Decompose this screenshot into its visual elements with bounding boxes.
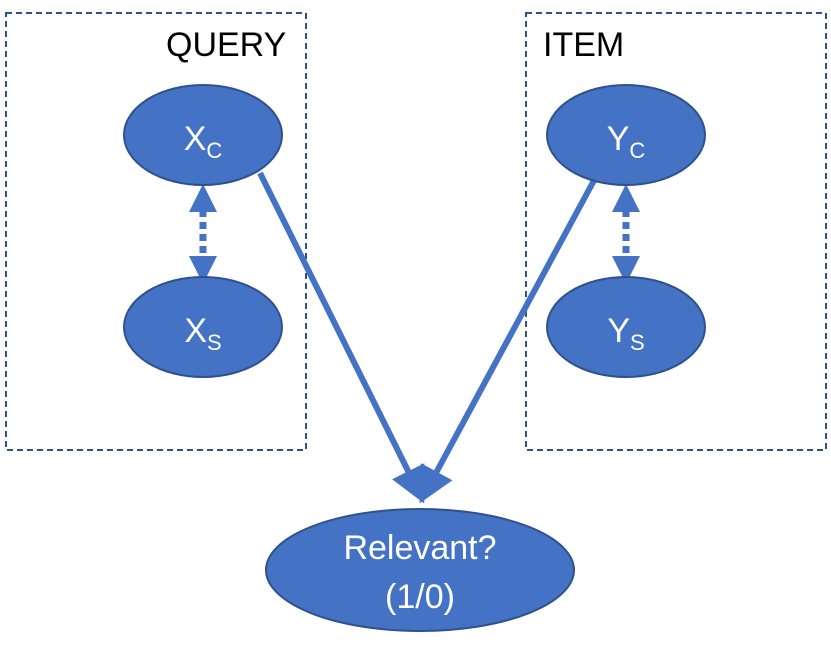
item-group: ITEM xyxy=(525,12,827,451)
node-relevant-ellipse xyxy=(265,508,575,632)
node-yc: YC xyxy=(546,84,706,186)
node-xs-sub: S xyxy=(207,330,222,355)
query-group-title: QUERY xyxy=(166,26,286,64)
node-yc-ellipse xyxy=(546,84,706,186)
node-xc: XC xyxy=(123,84,283,186)
node-xc-label: XC xyxy=(184,120,223,163)
node-xc-main: X xyxy=(184,120,207,158)
node-ys-main: Y xyxy=(607,312,630,350)
node-relevant: Relevant? (1/0) xyxy=(265,508,575,632)
yc-to-relevant-edge xyxy=(419,171,601,504)
node-xs: XS xyxy=(123,276,283,378)
node-relevant-line2: (1/0) xyxy=(385,578,455,616)
node-yc-label: YC xyxy=(607,120,646,163)
node-ys-ellipse xyxy=(546,276,706,378)
item-group-title: ITEM xyxy=(543,26,624,64)
node-xc-ellipse xyxy=(123,84,283,186)
node-xs-main: X xyxy=(184,312,207,350)
node-relevant-line1: Relevant? xyxy=(343,529,496,567)
node-ys-sub: S xyxy=(630,330,645,355)
query-group: QUERY xyxy=(5,12,307,451)
item-group-border xyxy=(525,12,827,451)
node-xs-ellipse xyxy=(123,276,283,378)
xc-to-relevant-edge xyxy=(257,171,425,504)
node-yc-main: Y xyxy=(607,120,630,158)
node-yc-sub: C xyxy=(629,138,645,163)
node-xs-label: XS xyxy=(184,312,221,355)
query-group-border xyxy=(5,12,307,451)
node-ys-label: YS xyxy=(607,312,644,355)
node-ys: YS xyxy=(546,276,706,378)
node-xc-sub: C xyxy=(206,138,222,163)
